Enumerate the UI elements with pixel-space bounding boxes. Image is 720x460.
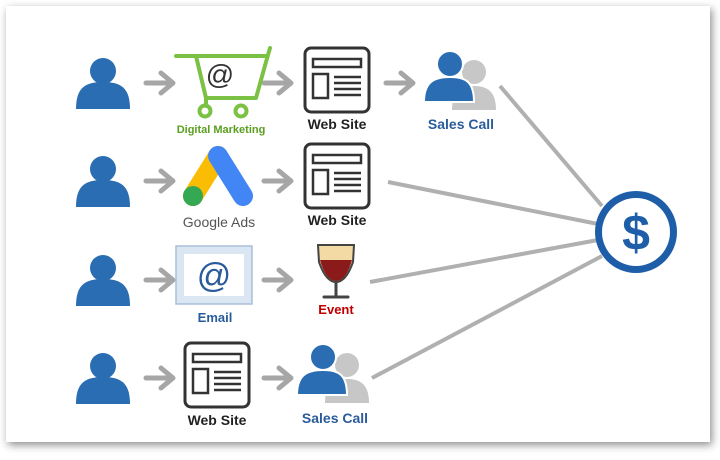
people-pair-icon bbox=[296, 343, 370, 404]
web-page-icon bbox=[303, 142, 371, 210]
web-page-icon bbox=[303, 46, 371, 114]
arrow-right-icon bbox=[386, 73, 413, 93]
arrow-right-icon bbox=[264, 171, 291, 191]
row1-step3-label: Sales Call bbox=[428, 116, 494, 132]
row4-channel-label: Web Site bbox=[188, 412, 247, 428]
goal-dollar-symbol: $ bbox=[622, 205, 650, 261]
connector-line-row2 bbox=[387, 180, 599, 226]
dollar-circle-icon bbox=[595, 191, 677, 273]
row1-step2-label: Web Site bbox=[308, 116, 367, 132]
svg-text:@: @ bbox=[197, 257, 232, 295]
connector-line-row4 bbox=[371, 254, 603, 380]
arrow-right-icon bbox=[264, 368, 291, 388]
row3-step2-label: Event bbox=[318, 302, 354, 317]
connector-line-row1 bbox=[498, 84, 604, 208]
row1-channel-label: Digital Marketing bbox=[177, 124, 266, 136]
person-icon bbox=[76, 353, 130, 404]
arrow-right-icon bbox=[146, 270, 173, 290]
google-ads-logo-icon bbox=[183, 146, 253, 206]
wine-glass-icon bbox=[316, 244, 356, 299]
email-envelope-at-icon: @ bbox=[175, 245, 253, 305]
row3-channel-label: Email bbox=[198, 310, 233, 325]
people-pair-icon bbox=[423, 50, 497, 111]
arrow-right-icon bbox=[146, 171, 173, 191]
person-icon bbox=[76, 58, 130, 109]
cart-at-symbol: @ bbox=[206, 59, 234, 90]
arrow-right-icon bbox=[146, 73, 173, 93]
connector-line-row3 bbox=[369, 238, 599, 284]
row2-channel-label: Google Ads bbox=[183, 214, 255, 230]
person-icon bbox=[76, 156, 130, 207]
row2-step2-label: Web Site bbox=[308, 212, 367, 228]
arrow-right-icon bbox=[146, 368, 173, 388]
web-page-icon bbox=[183, 341, 251, 409]
person-icon bbox=[76, 255, 130, 306]
arrow-right-icon bbox=[264, 73, 291, 93]
row4-step2-label: Sales Call bbox=[302, 410, 368, 426]
arrow-right-icon bbox=[264, 270, 291, 290]
shopping-cart-at-icon bbox=[174, 46, 272, 119]
